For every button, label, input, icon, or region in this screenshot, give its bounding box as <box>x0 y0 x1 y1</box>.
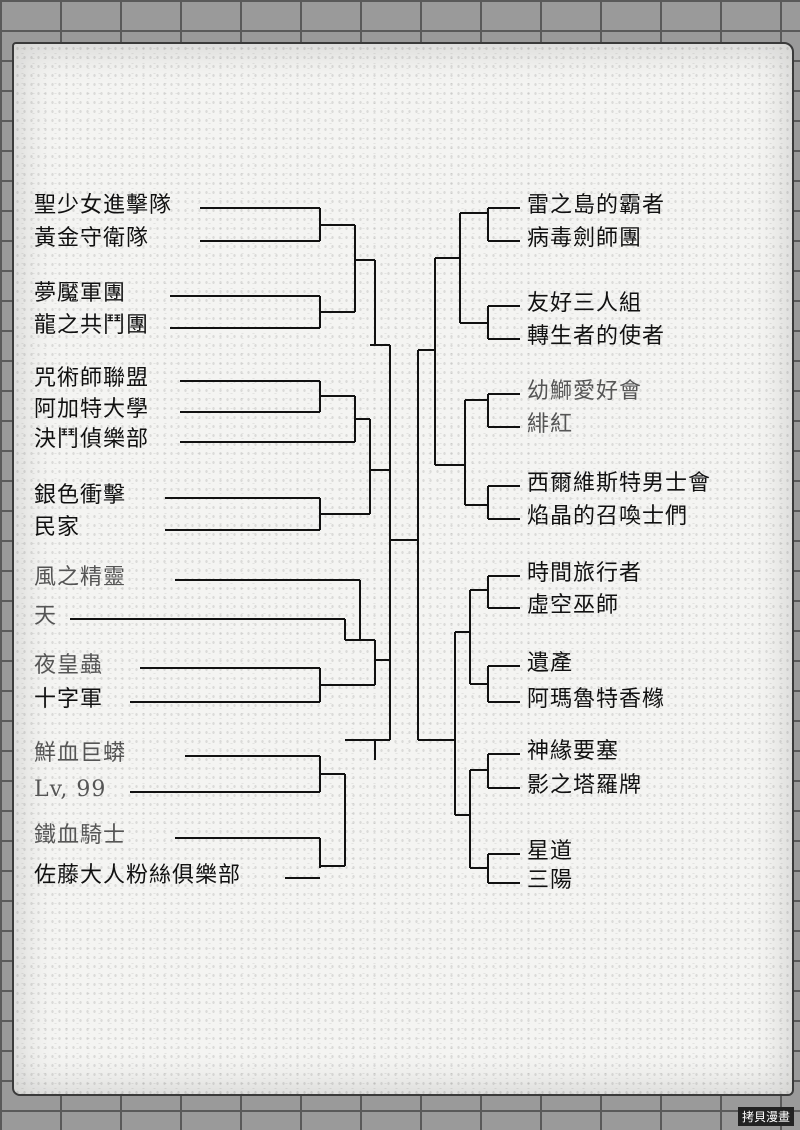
left-team-9: 風之精靈 <box>34 565 127 590</box>
right-team-15: 三陽 <box>527 868 574 893</box>
left-team-2: 夢魘軍團 <box>34 281 127 306</box>
right-team-9: 虛空巫師 <box>527 593 620 618</box>
right-team-12: 神緣要塞 <box>527 739 620 764</box>
left-team-3: 龍之共鬥團 <box>34 313 150 338</box>
right-team-6: 西爾維斯特男士會 <box>527 471 712 496</box>
left-team-1: 黃金守衛隊 <box>34 226 150 251</box>
left-team-13: 鮮血巨蟒 <box>34 741 127 766</box>
left-team-14: Lv, 99 <box>34 777 107 802</box>
left-team-12: 十字軍 <box>34 687 104 712</box>
left-team-0: 聖少女進擊隊 <box>34 193 173 218</box>
right-team-14: 星道 <box>527 839 574 864</box>
right-team-5: 緋紅 <box>527 412 574 437</box>
right-team-7: 焰晶的召喚士們 <box>527 504 689 529</box>
left-team-5: 阿加特大學 <box>34 397 150 422</box>
right-team-13: 影之塔羅牌 <box>527 773 643 798</box>
left-team-4: 咒術師聯盟 <box>34 366 150 391</box>
left-team-15: 鐵血騎士 <box>34 823 127 848</box>
left-team-10: 天 <box>34 604 58 629</box>
parchment-background <box>12 42 794 1096</box>
left-team-11: 夜皇蟲 <box>34 653 104 678</box>
right-team-4: 幼鰤愛好會 <box>527 379 643 404</box>
right-team-8: 時間旅行者 <box>527 561 643 586</box>
right-team-11: 阿瑪魯特香橼 <box>527 687 666 712</box>
right-team-10: 遺產 <box>527 651 574 676</box>
watermark: 拷貝漫畫 <box>737 1107 794 1126</box>
right-team-1: 病毒劍師團 <box>527 226 643 251</box>
left-team-6: 決鬥偵樂部 <box>34 427 150 452</box>
left-team-8: 民家 <box>34 515 81 540</box>
right-team-3: 轉生者的使者 <box>527 324 666 349</box>
left-team-16: 佐藤大人粉絲俱樂部 <box>34 863 242 888</box>
right-team-0: 雷之島的霸者 <box>527 193 666 218</box>
left-team-7: 銀色衝擊 <box>34 483 127 508</box>
right-team-2: 友好三人組 <box>527 291 643 316</box>
